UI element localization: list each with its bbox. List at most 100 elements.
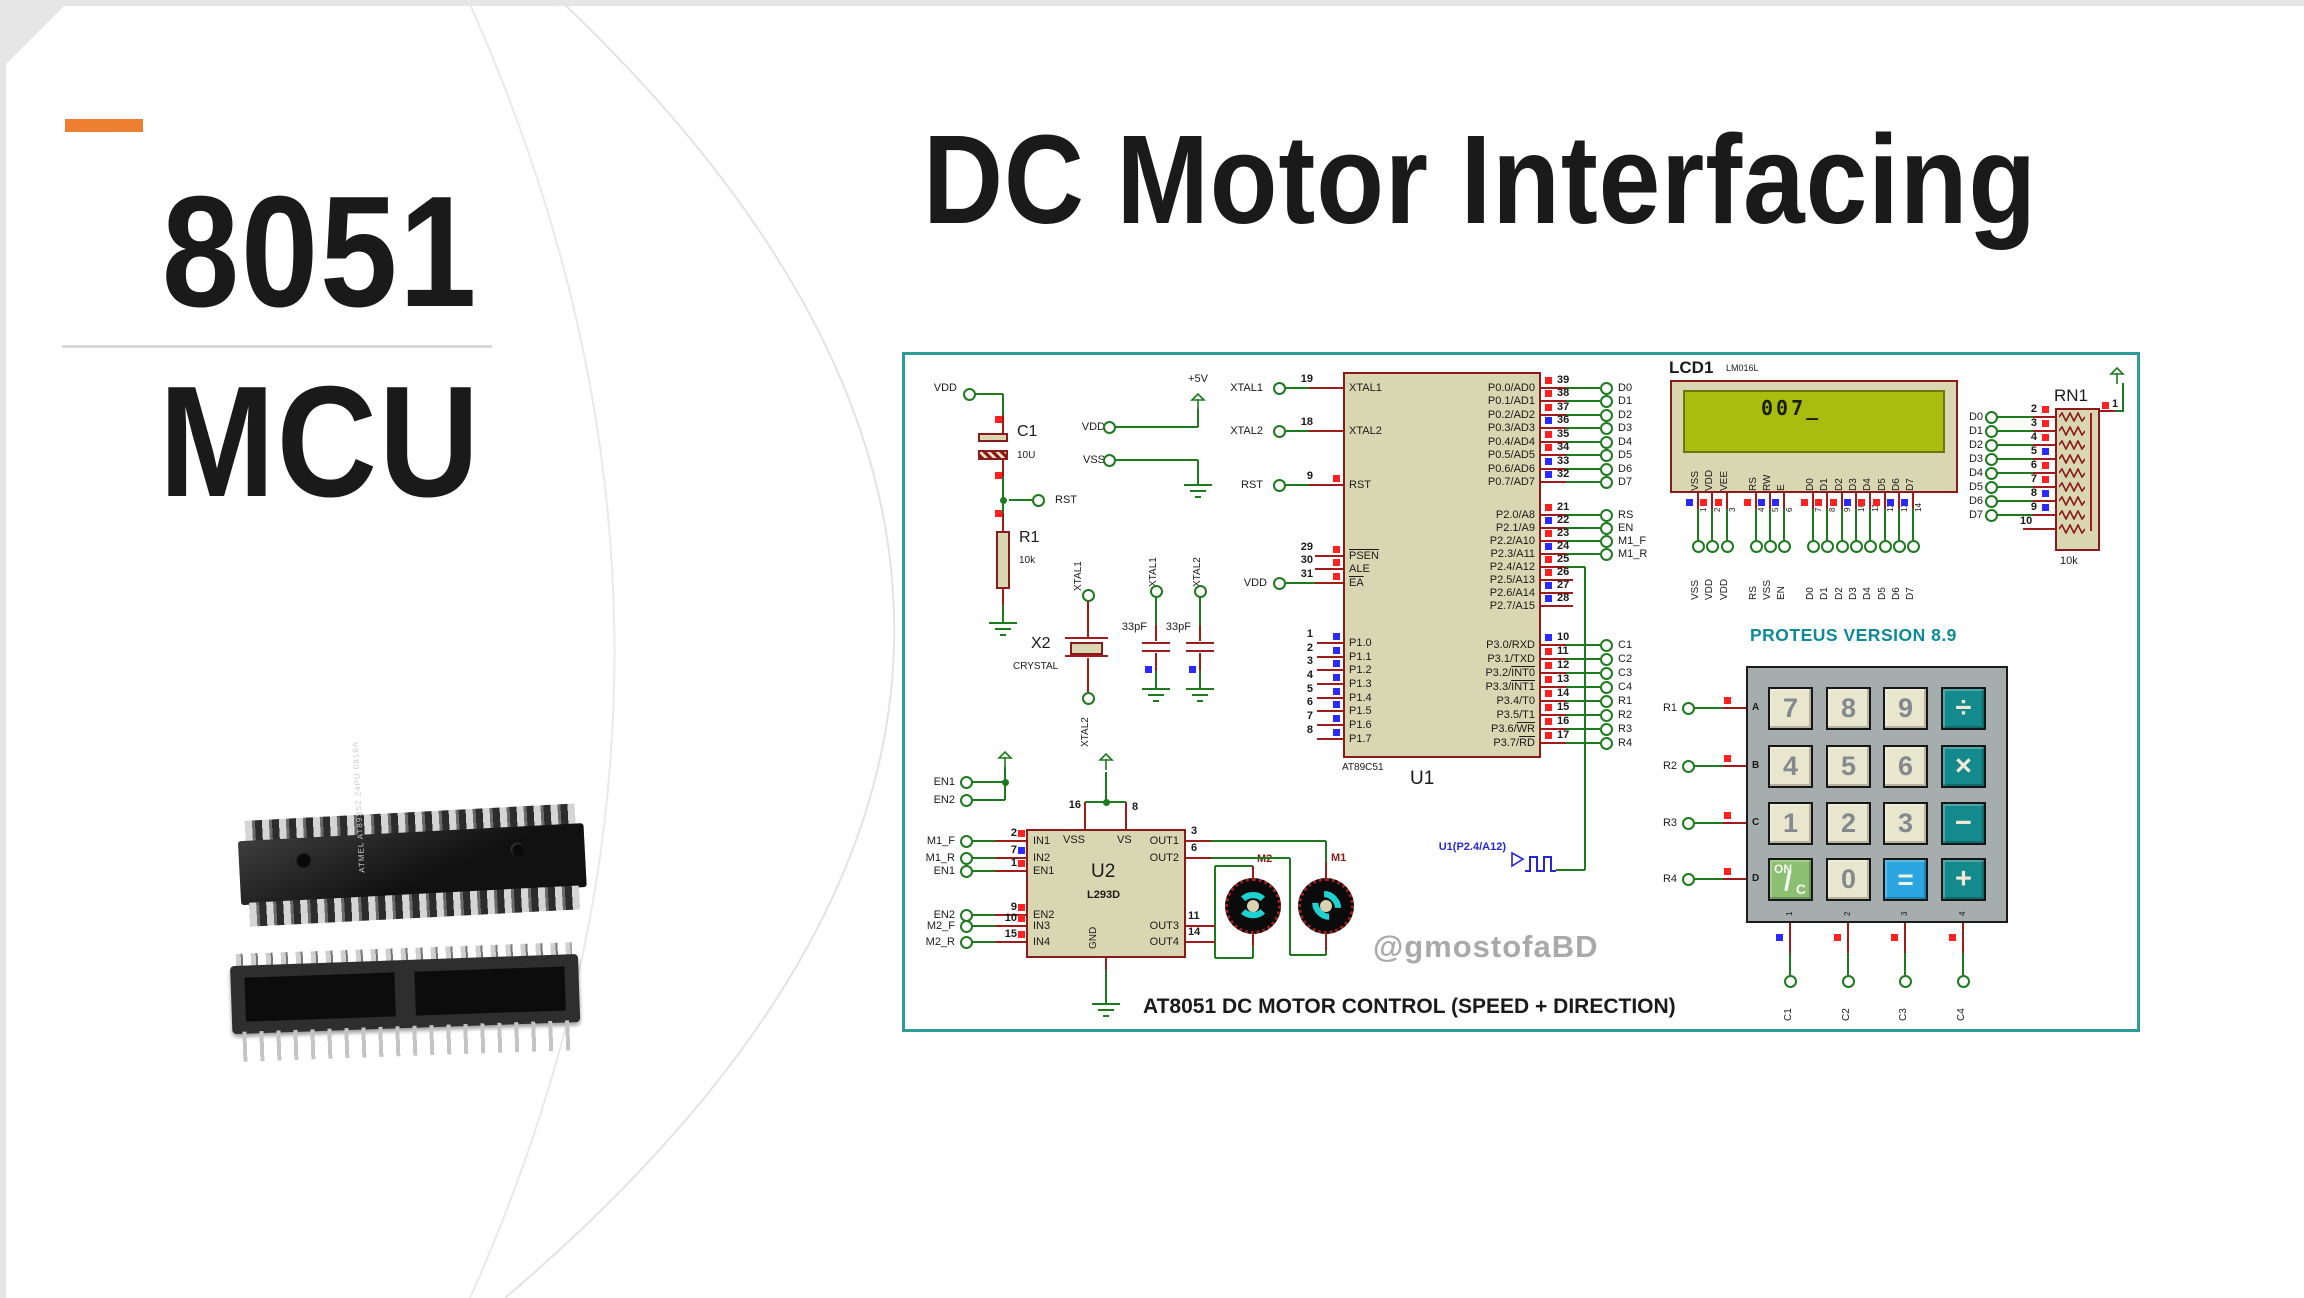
pin-state-square <box>995 472 1002 479</box>
wire <box>1541 527 1566 529</box>
pin-state-square <box>1333 573 1340 580</box>
crystal-ref: X2 <box>1031 635 1051 652</box>
driver-vs-label: VS <box>1117 834 1132 846</box>
terminal <box>1764 540 1777 553</box>
mcu-pin-label: P3.3/INT1 <box>1485 681 1535 693</box>
terminal-label: M1_R <box>925 852 955 864</box>
pin-number: 10 <box>1004 912 1017 924</box>
dc-motor <box>1225 878 1281 934</box>
wire <box>972 840 995 842</box>
wire <box>1317 738 1343 740</box>
ground-icon <box>1092 1000 1120 1017</box>
wire <box>1694 707 1723 709</box>
driver-pin-label: IN3 <box>1033 920 1051 932</box>
wire <box>1541 441 1566 443</box>
rotated-label: D2 <box>1834 587 1845 600</box>
pin-number: 5 <box>2030 445 2037 457</box>
keypad-key-on-c[interactable]: ON / C <box>1768 858 1813 901</box>
rotated-label: RW <box>1762 474 1773 491</box>
wire <box>1541 454 1566 456</box>
wire <box>1789 923 1791 953</box>
pin-number: 18 <box>1300 416 1313 428</box>
wire <box>1197 409 1199 427</box>
wire <box>1566 672 1600 674</box>
terminal-label: C1 <box>1618 639 1633 651</box>
keypad-key-4[interactable]: 4 <box>1768 745 1813 788</box>
rn-pin1: 1 <box>2112 398 2119 410</box>
wire <box>1215 957 1253 959</box>
pin-number: 39 <box>1557 374 1570 386</box>
keypad-key-divide[interactable]: ÷ <box>1941 687 1986 730</box>
pin-state-square <box>2042 476 2049 483</box>
rotated-label: D7 <box>1905 478 1916 491</box>
pin-number: 6 <box>2030 459 2037 471</box>
rotated-label: EN <box>1776 586 1787 600</box>
ground-icon <box>1142 685 1170 702</box>
terminal <box>1600 667 1613 680</box>
wire <box>1769 493 1771 509</box>
keypad-key-0[interactable]: 0 <box>1826 858 1871 901</box>
pin-number: 37 <box>1557 401 1570 413</box>
mcu-pin-label: P2.1/A9 <box>1495 522 1535 534</box>
driver-pin16: 16 <box>1068 799 1081 811</box>
terminal-label: D2 <box>1968 439 1983 451</box>
pin-state-square <box>1018 931 1025 938</box>
pin-state-square <box>1545 582 1552 589</box>
keypad-key-6[interactable]: 6 <box>1883 745 1928 788</box>
pin-state-square <box>1830 499 1837 506</box>
wire <box>1315 582 1343 584</box>
keypad-key-minus[interactable]: − <box>1941 802 1986 845</box>
motor1-label: M1 <box>1331 852 1347 864</box>
pin-number: 28 <box>1557 592 1570 604</box>
keypad-key-7[interactable]: 7 <box>1768 687 1813 730</box>
key-glyph: − <box>1955 807 1972 839</box>
keypad-key-multiply[interactable]: × <box>1941 745 1986 788</box>
mcu-pin-label: P0.2/AD2 <box>1487 409 1535 421</box>
wire <box>995 925 1026 927</box>
rotated-label: C2 <box>1841 1008 1852 1021</box>
mcu-pin-label: P3.7/RD <box>1493 737 1535 749</box>
wire <box>1285 484 1309 486</box>
wire <box>1105 970 1107 1000</box>
wire <box>2122 383 2124 411</box>
mcu-pin-label: PSEN <box>1349 550 1379 562</box>
pin-state-square <box>1545 444 1552 451</box>
keypad-key-5[interactable]: 5 <box>1826 745 1871 788</box>
keypad-key-1[interactable]: 1 <box>1768 802 1813 845</box>
terminal <box>1750 540 1763 553</box>
keypad-key-3[interactable]: 3 <box>1883 802 1928 845</box>
wire <box>1289 858 1291 955</box>
terminal <box>1721 540 1734 553</box>
resistor-zigzag-icon <box>2059 524 2085 534</box>
resistor-zigzag-icon <box>2059 454 2085 464</box>
terminal-label: D4 <box>1968 467 1983 479</box>
terminal-label: R3 <box>1662 817 1677 829</box>
driver-pin-label: IN4 <box>1033 936 1051 948</box>
mcu-pin-label: EA <box>1349 577 1364 589</box>
keypad-key-plus[interactable]: + <box>1941 858 1986 901</box>
wire <box>1087 601 1089 638</box>
mcu-pin-label: P3.2/INT0 <box>1485 667 1535 679</box>
wire <box>972 870 995 872</box>
wire <box>1105 772 1107 802</box>
keypad-key-8[interactable]: 8 <box>1826 687 1871 730</box>
mcu-pin-label: RST <box>1349 479 1371 491</box>
wire <box>1755 509 1757 540</box>
wire <box>995 857 1026 859</box>
wire <box>972 781 1005 783</box>
keypad-key-9[interactable]: 9 <box>1883 687 1928 730</box>
rn-value: 10k <box>2060 555 2078 567</box>
power-5v-icon <box>1190 393 1206 410</box>
wire <box>1155 671 1157 685</box>
wire <box>1317 642 1343 644</box>
wire <box>995 914 1026 916</box>
keypad-key-2[interactable]: 2 <box>1826 802 1871 845</box>
rotated-label: VDD <box>1704 578 1715 600</box>
wire <box>1541 514 1566 516</box>
mcu-pin-label: P2.5/A13 <box>1489 574 1535 586</box>
terminal-label: EN2 <box>933 909 955 921</box>
terminal <box>1600 639 1613 652</box>
terminal <box>1600 548 1613 561</box>
keypad-key-equals[interactable]: = <box>1883 858 1928 901</box>
pin-number: 32 <box>1557 468 1570 480</box>
